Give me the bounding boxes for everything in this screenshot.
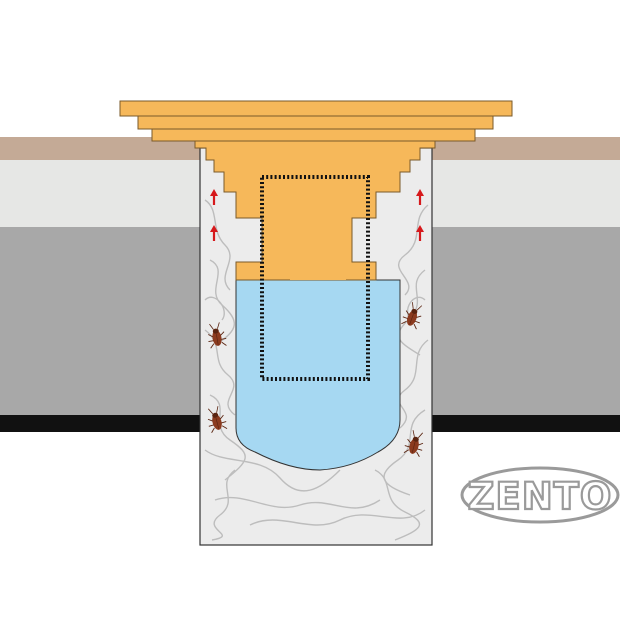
drain-grate: [119, 100, 513, 142]
logo-text: ZENTO: [468, 475, 613, 518]
sewer-gas-smoke: [204, 199, 429, 541]
water-seal: [235, 279, 401, 471]
drain-stem: [290, 200, 346, 280]
float-outline: [260, 175, 370, 381]
zento-logo: ZENTO: [460, 466, 620, 524]
